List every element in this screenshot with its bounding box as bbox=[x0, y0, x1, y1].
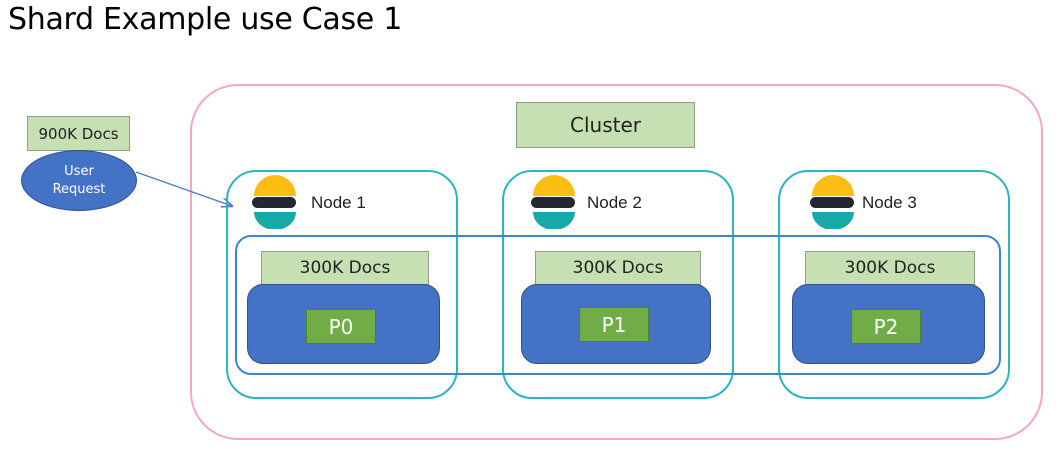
node-1-container bbox=[226, 170, 458, 399]
user-request-ellipse: User Request bbox=[21, 150, 137, 211]
node-2-label: Node 2 bbox=[587, 193, 642, 212]
elasticsearch-node-1-icon bbox=[252, 175, 296, 229]
shard-1-docs-box: 300K Docs bbox=[535, 251, 701, 285]
elasticsearch-node-2-icon bbox=[531, 175, 575, 229]
index-band bbox=[235, 235, 1001, 375]
node-3-container bbox=[778, 170, 1010, 399]
node-1-label: Node 1 bbox=[311, 193, 366, 212]
elasticsearch-node-3-icon bbox=[810, 175, 854, 229]
cluster-boundary bbox=[190, 84, 1043, 440]
request-docs-box: 900K Docs bbox=[27, 116, 130, 151]
shard-2-docs-box: 300K Docs bbox=[805, 251, 975, 285]
page-title: Shard Example use Case 1 bbox=[8, 2, 402, 37]
cluster-label: Cluster bbox=[516, 102, 695, 148]
user-request-line-1: User bbox=[64, 163, 94, 179]
primary-shard-2-label: P2 bbox=[851, 309, 921, 344]
node-2-container bbox=[502, 170, 734, 399]
shard-0-docs-box: 300K Docs bbox=[261, 251, 429, 285]
node-3-label: Node 3 bbox=[862, 193, 917, 212]
primary-shard-1-label: P1 bbox=[579, 307, 649, 342]
primary-shard-0-label: P0 bbox=[306, 309, 376, 344]
user-request-line-2: Request bbox=[52, 181, 106, 197]
